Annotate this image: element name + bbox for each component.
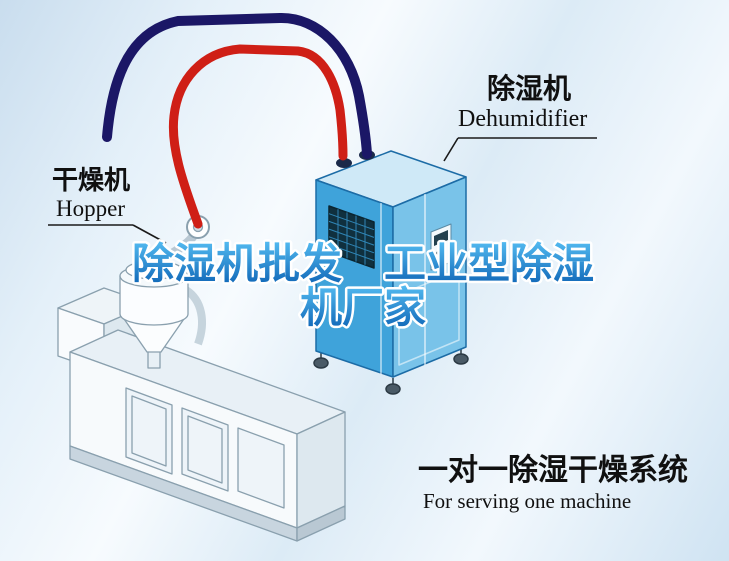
- vent-slat: [328, 228, 375, 246]
- machine-panel-inset: [131, 395, 167, 467]
- return-air-pipe-navy: [102, 12, 372, 159]
- hopper-label-en: Hopper: [56, 196, 125, 221]
- machine-panel: [237, 427, 285, 509]
- callout-leader-lines: [48, 137, 597, 244]
- vent-slat: [328, 220, 375, 238]
- vent-slat: [328, 236, 375, 254]
- vent-slat: [328, 213, 375, 231]
- hopper-lid-cap: [140, 253, 168, 267]
- service-door-outline: [398, 269, 460, 366]
- caption-en: For serving one machine: [423, 489, 632, 513]
- caption-zh: 一对一除湿干燥系统: [418, 454, 688, 487]
- hopper-leader-line: [132, 224, 167, 244]
- molding-machine-illustration: [57, 287, 346, 542]
- control-button: [442, 248, 446, 252]
- dry-air-pipe-red: [168, 44, 348, 229]
- vent-grille: [328, 205, 375, 269]
- vent-slat: [328, 244, 375, 261]
- dehumidifier-leader-line: [443, 137, 459, 162]
- hopper-body: [119, 275, 189, 326]
- machine-base-side: [296, 505, 346, 542]
- caster-wheel: [453, 353, 469, 365]
- control-panel: [430, 223, 452, 271]
- caster-wheels: [313, 348, 469, 395]
- caster-wheel: [313, 357, 329, 369]
- hopper-feed-tube: [183, 286, 206, 346]
- control-button: [436, 251, 440, 255]
- machine-panel: [125, 387, 173, 475]
- caster-wheel: [385, 383, 401, 395]
- control-display: [434, 230, 448, 246]
- pipe-stub: [336, 158, 352, 168]
- machine-panel: [181, 407, 229, 492]
- vent-slats: [328, 209, 375, 265]
- dehumidifier-label-zh: 除湿机: [487, 73, 572, 104]
- hopper-label-zh: 干燥机: [52, 165, 131, 195]
- headline-line1: 除湿机批发 工业型除湿: [132, 240, 594, 287]
- machine-panel-inset: [187, 415, 223, 484]
- dehumidifier-label-en: Dehumidifier: [458, 106, 588, 132]
- hopper-neck: [147, 349, 161, 369]
- headline-line2: 机厂家: [300, 284, 426, 331]
